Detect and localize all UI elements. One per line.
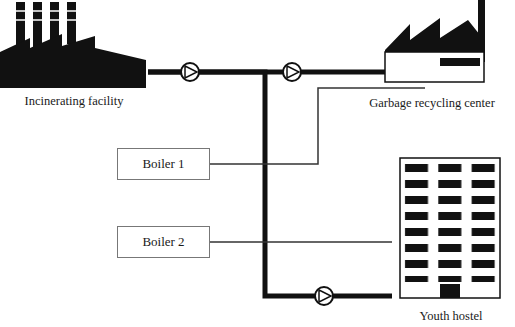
boiler-line: [210, 241, 392, 243]
incinerator-illustration: [0, 2, 146, 88]
boiler-box: Boiler 2: [117, 226, 210, 258]
facility-label: Garbage recycling center: [367, 96, 497, 110]
facility-node: Garbage recycling center: [352, 0, 512, 110]
building-node: Youth hostel: [392, 155, 510, 323]
youth-hostel-illustration: [400, 158, 500, 298]
facility-node: Incinerating facility: [0, 0, 148, 108]
pipe: [148, 72, 392, 296]
pump-symbol: [181, 63, 199, 81]
recycling-center-illustration: [352, 0, 485, 88]
pump-symbol: [315, 287, 333, 305]
box-label: Boiler 2: [142, 235, 184, 250]
facility-label: Incinerating facility: [23, 94, 126, 108]
pump-symbol: [283, 63, 301, 81]
boiler-box: Boiler 1: [117, 148, 210, 180]
box-label: Boiler 1: [142, 157, 184, 172]
facility-label: Youth hostel: [418, 309, 485, 323]
boiler-line: [210, 88, 352, 164]
